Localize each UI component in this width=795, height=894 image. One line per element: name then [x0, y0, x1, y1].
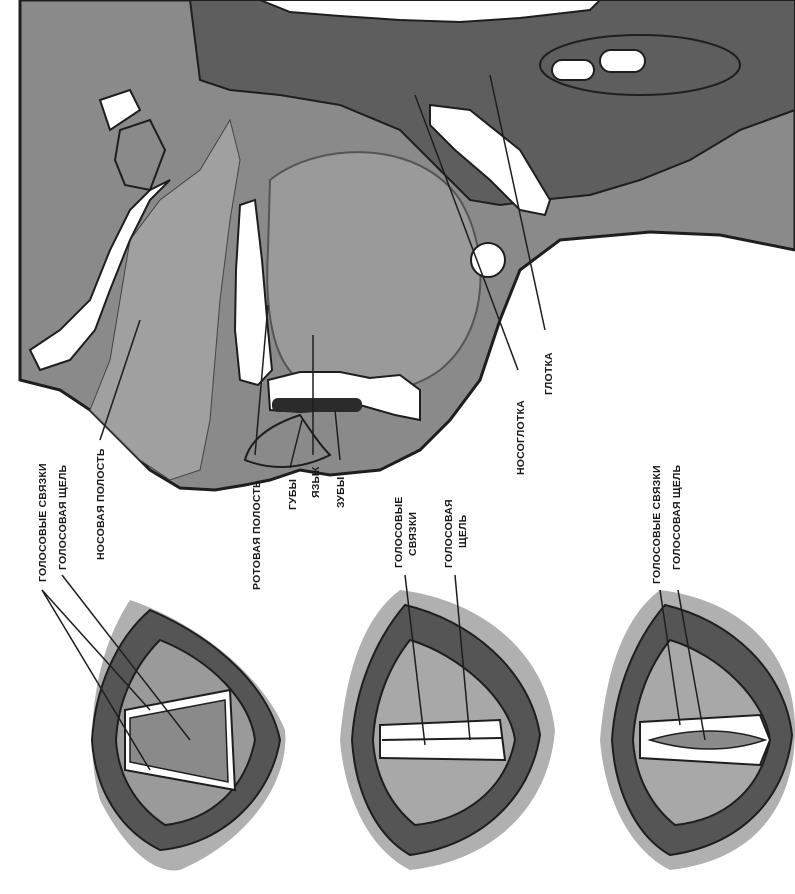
vertebra-1	[600, 50, 645, 72]
tongue	[267, 152, 480, 394]
label-closed-glottis-2: ЩЕЛЬ	[457, 514, 469, 548]
label-lips: ГУБЫ	[287, 479, 299, 510]
teeth	[272, 398, 362, 412]
label-oral-cavity: РОТОВАЯ ПОЛОСТЬ	[251, 480, 263, 590]
label-closed-vocal-cords-2: СВЯЗКИ	[407, 512, 419, 556]
label-pharynx: ГЛОТКА	[543, 352, 555, 395]
label-mid-glottis: ГОЛОСОВАЯ ЩЕЛЬ	[671, 464, 683, 570]
label-open-vocal-cords: ГОЛОСОВЫЕ СВЯЗКИ	[37, 463, 49, 582]
larynx-view-open	[42, 575, 285, 870]
label-teeth: ЗУБЫ	[335, 477, 347, 508]
label-tongue: ЯЗЫК	[310, 466, 322, 498]
label-nasopharynx: НОСОГЛОТКА	[515, 400, 527, 475]
label-closed-glottis-1: ГОЛОСОВАЯ	[443, 499, 455, 568]
label-nasal-cavity: НОСОВАЯ ПОЛОСТЬ	[95, 448, 107, 560]
vertebra-2	[552, 60, 594, 80]
larynx-view-closed	[340, 575, 555, 870]
sagittal-head-section	[20, 0, 795, 490]
label-closed-vocal-cords-1: ГОЛОСОВЫЕ	[393, 497, 405, 568]
larynx-view-mid	[600, 590, 795, 870]
label-mid-vocal-cords: ГОЛОСОВЫЕ СВЯЗКИ	[651, 465, 663, 584]
label-open-glottis: ГОЛОСОВАЯ ЩЕЛЬ	[57, 464, 69, 570]
